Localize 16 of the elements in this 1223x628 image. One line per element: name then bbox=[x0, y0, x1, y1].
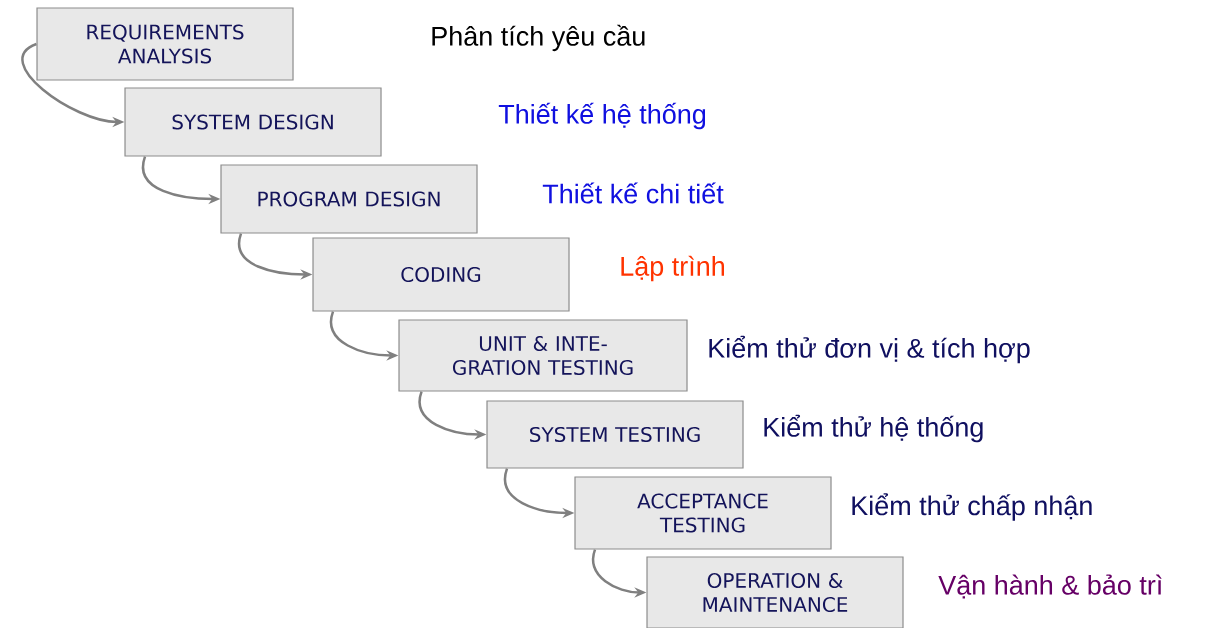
step-label: Thiết kế chi tiết bbox=[542, 182, 724, 204]
step-label: Lập trình bbox=[621, 255, 724, 282]
process-box: CODING bbox=[312, 237, 570, 312]
process-box: SYSTEM TESTING bbox=[486, 400, 744, 469]
process-box: SYSTEM DESIGN bbox=[124, 87, 382, 157]
step-label: Kiểm thử hệ thống bbox=[764, 414, 983, 443]
process-box: ACCEPTANCE TESTING bbox=[574, 476, 832, 550]
step-label: Kiểm thử chấp nhận bbox=[852, 493, 1092, 521]
step-label: Phân tích yêu cầu bbox=[432, 24, 645, 52]
process-box: UNIT & INTE- GRATION TESTING bbox=[398, 319, 688, 392]
process-box: PROGRAM DESIGN bbox=[220, 164, 478, 234]
process-box: REQUIREMENTS ANALYSIS bbox=[36, 7, 294, 81]
step-label: Vận hành & bảo trì bbox=[938, 574, 1162, 599]
process-box: OPERATION & MAINTENANCE bbox=[646, 556, 904, 628]
step-label: Kiểm thử đơn vị & tích hợp bbox=[709, 335, 1030, 364]
step-label: Thiết kế hệ thống bbox=[498, 102, 706, 130]
